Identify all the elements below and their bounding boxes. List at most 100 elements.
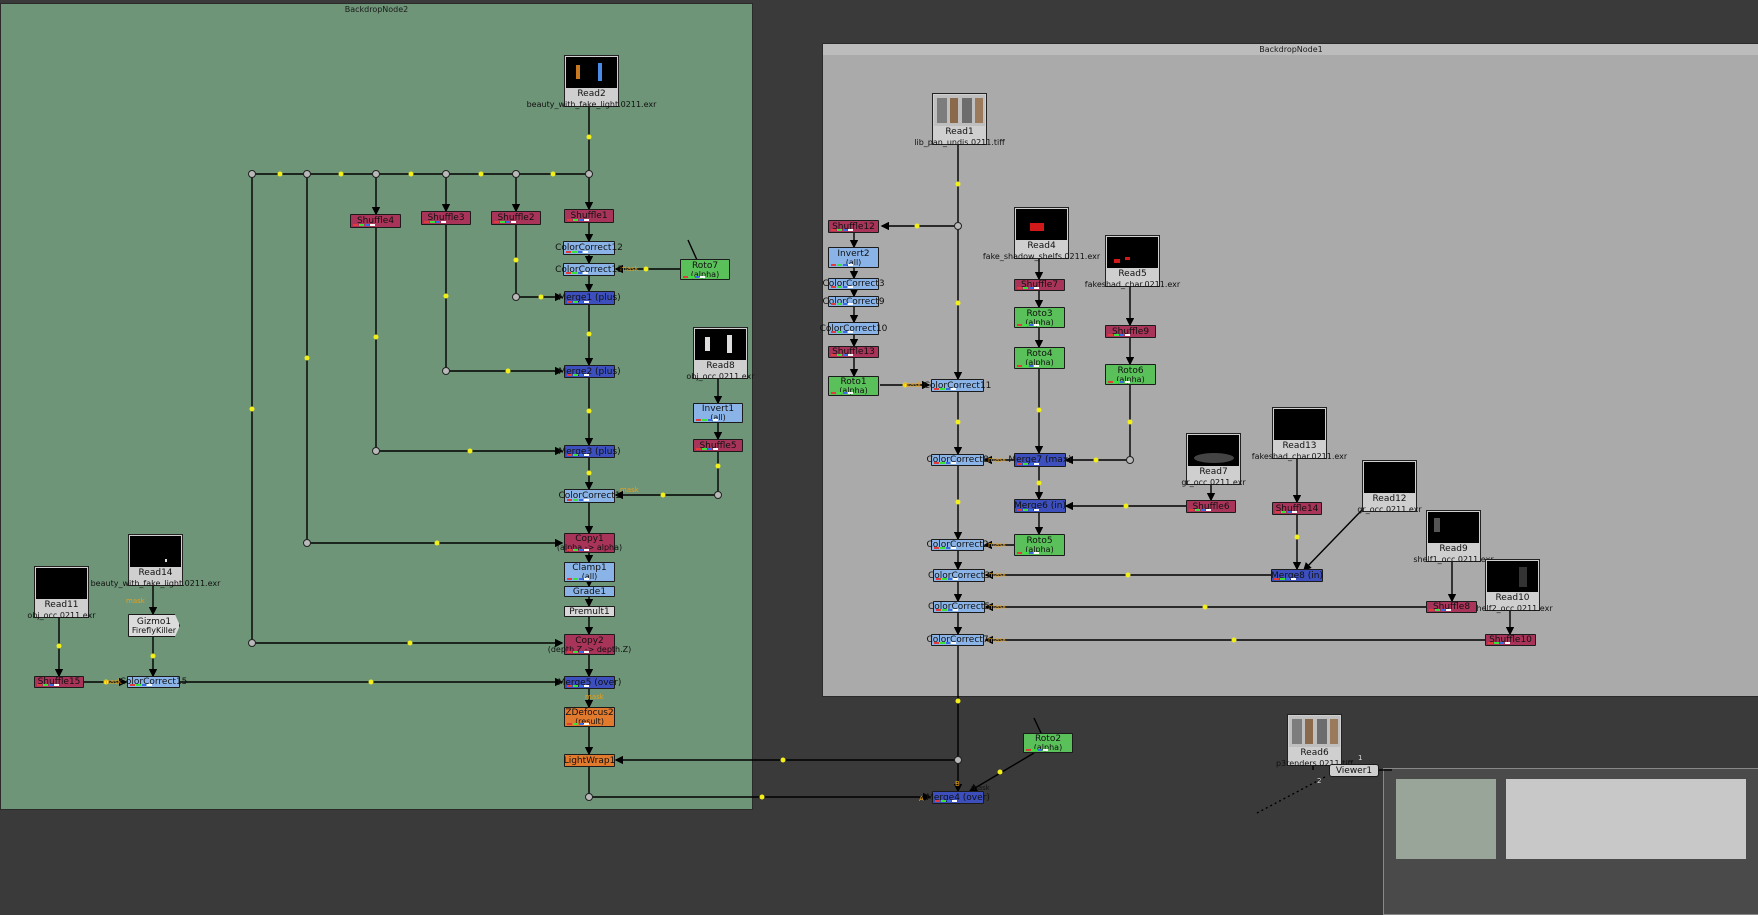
- color-correct-node[interactable]: ColorCorrect13: [555, 263, 623, 276]
- dot-node[interactable]: [714, 491, 722, 499]
- read-node[interactable]: Read2 beauty_with_fake_light.0211.exr: [527, 55, 656, 109]
- edge-midpoint[interactable]: [1036, 480, 1042, 486]
- merge-node[interactable]: Merge7 (max): [1008, 453, 1072, 467]
- viewer-preview-panel[interactable]: [1383, 768, 1758, 915]
- shuffle-node[interactable]: Shuffle14: [1272, 502, 1322, 515]
- edge-midpoint[interactable]: [443, 293, 449, 299]
- edge-midpoint[interactable]: [997, 769, 1003, 775]
- color-correct-node[interactable]: ColorCorrect10: [820, 322, 887, 335]
- edge-midpoint[interactable]: [1125, 572, 1131, 578]
- edge-midpoint[interactable]: [1127, 419, 1133, 425]
- backdrop-node-1[interactable]: BackdropNode1: [822, 43, 1758, 697]
- edge-midpoint[interactable]: [586, 470, 592, 476]
- edge-midpoint[interactable]: [150, 653, 156, 659]
- color-correct-node[interactable]: ColorCorrect3: [822, 278, 885, 290]
- dot-node[interactable]: [585, 170, 593, 178]
- edge-midpoint[interactable]: [660, 492, 666, 498]
- color-correct-node[interactable]: ColorCorrect3: [928, 569, 990, 582]
- edge-midpoint[interactable]: [902, 382, 908, 388]
- roto-node[interactable]: Roto7(alpha): [680, 259, 730, 280]
- edge-midpoint[interactable]: [1123, 503, 1129, 509]
- grade-node[interactable]: Grade1: [564, 586, 615, 597]
- roto-node[interactable]: Roto4(alpha): [1014, 347, 1065, 369]
- color-correct-node[interactable]: ColorCorrect11: [924, 379, 991, 392]
- copy-node[interactable]: Copy2(depth.Z -> depth.Z): [548, 634, 631, 655]
- color-correct-node[interactable]: ColorCorrect15: [120, 676, 187, 688]
- read-node[interactable]: Read4 fake_shadow_shelfs.0211.exr: [983, 207, 1100, 261]
- edge-midpoint[interactable]: [467, 448, 473, 454]
- read-node[interactable]: Read1 lib_pan_undis.0211.tiff: [914, 93, 1005, 147]
- merge-node[interactable]: Merge2 (plus): [558, 365, 621, 378]
- edge-midpoint[interactable]: [373, 334, 379, 340]
- roto-node[interactable]: Roto2(alpha): [1023, 733, 1073, 753]
- dot-node[interactable]: [512, 293, 520, 301]
- shuffle-node[interactable]: Shuffle13: [828, 346, 879, 358]
- clamp-node[interactable]: Clamp1(all): [564, 562, 615, 582]
- read-node[interactable]: Read7 gr_occ.0211.exr: [1181, 433, 1246, 487]
- edge-midpoint[interactable]: [955, 300, 961, 306]
- read-node[interactable]: Read13 fakeshad_char.0211.exr: [1252, 407, 1347, 461]
- invert-node[interactable]: Invert2(all): [828, 247, 879, 268]
- edge-midpoint[interactable]: [1202, 604, 1208, 610]
- dot-node[interactable]: [1126, 456, 1134, 464]
- dot-node[interactable]: [303, 539, 311, 547]
- read-node[interactable]: Read12 gr_occ.0211.exr: [1357, 460, 1422, 514]
- edge-midpoint[interactable]: [586, 408, 592, 414]
- edge-midpoint[interactable]: [643, 266, 649, 272]
- edge-midpoint[interactable]: [955, 419, 961, 425]
- merge-node[interactable]: Merge4 (over): [926, 791, 990, 804]
- merge-node[interactable]: Merge5 (over): [558, 676, 621, 689]
- edge-midpoint[interactable]: [955, 499, 961, 505]
- read-node[interactable]: Read8 obj_occ.0211.exr: [686, 327, 755, 381]
- shuffle-node[interactable]: Shuffle7: [1014, 279, 1065, 291]
- color-correct-node[interactable]: ColorCorrect7: [926, 634, 989, 646]
- dot-node[interactable]: [372, 170, 380, 178]
- edge-midpoint[interactable]: [538, 294, 544, 300]
- shuffle-node[interactable]: Shuffle15: [34, 676, 84, 688]
- edge-midpoint[interactable]: [304, 355, 310, 361]
- copy-node[interactable]: Copy1(alpha -> alpha): [557, 533, 622, 553]
- shuffle-node[interactable]: Shuffle9: [1105, 325, 1156, 338]
- merge-node[interactable]: Merge6 (in): [1014, 499, 1066, 513]
- edge-midpoint[interactable]: [586, 134, 592, 140]
- dot-node[interactable]: [512, 170, 520, 178]
- dot-node[interactable]: [442, 367, 450, 375]
- shuffle-node[interactable]: Shuffle6: [1186, 500, 1236, 513]
- edge-midpoint[interactable]: [586, 331, 592, 337]
- roto-node[interactable]: Roto3(alpha): [1014, 307, 1065, 328]
- edge-midpoint[interactable]: [955, 181, 961, 187]
- read-node[interactable]: Read10 shelf2_occ.0211.exr: [1472, 559, 1553, 613]
- dot-node[interactable]: [303, 170, 311, 178]
- roto-node[interactable]: Roto1(alpha): [828, 376, 879, 396]
- edge-midpoint[interactable]: [780, 757, 786, 763]
- shuffle-node[interactable]: Shuffle10: [1485, 634, 1536, 646]
- edge-midpoint[interactable]: [955, 698, 961, 704]
- edge-midpoint[interactable]: [1294, 534, 1300, 540]
- edge-midpoint[interactable]: [715, 463, 721, 469]
- edge-midpoint[interactable]: [56, 643, 62, 649]
- shuffle-node[interactable]: Shuffle5: [693, 439, 743, 452]
- edge-midpoint[interactable]: [368, 679, 374, 685]
- color-correct-node[interactable]: ColorCorrect2: [926, 539, 989, 551]
- edge-midpoint[interactable]: [1093, 457, 1099, 463]
- color-correct-node[interactable]: ColorCorrect9: [822, 296, 885, 307]
- dot-node[interactable]: [372, 447, 380, 455]
- edge-midpoint[interactable]: [513, 257, 519, 263]
- color-correct-node[interactable]: ColorCorrect8: [926, 454, 989, 466]
- shuffle-node[interactable]: Shuffle12: [828, 220, 879, 233]
- edge-midpoint[interactable]: [550, 171, 556, 177]
- merge-node[interactable]: Merge1 (plus): [558, 291, 621, 305]
- edge-midpoint[interactable]: [434, 540, 440, 546]
- edge-midpoint[interactable]: [338, 171, 344, 177]
- invert-node[interactable]: Invert1(all): [693, 403, 743, 423]
- dot-node[interactable]: [954, 756, 962, 764]
- viewer-node[interactable]: Viewer1: [1329, 764, 1379, 777]
- edge-midpoint[interactable]: [478, 171, 484, 177]
- dot-node[interactable]: [248, 170, 256, 178]
- zdefocus-node[interactable]: ZDefocus2(result): [564, 707, 615, 727]
- shuffle-node[interactable]: Shuffle4: [350, 214, 401, 228]
- dot-node[interactable]: [585, 793, 593, 801]
- edge-midpoint[interactable]: [408, 171, 414, 177]
